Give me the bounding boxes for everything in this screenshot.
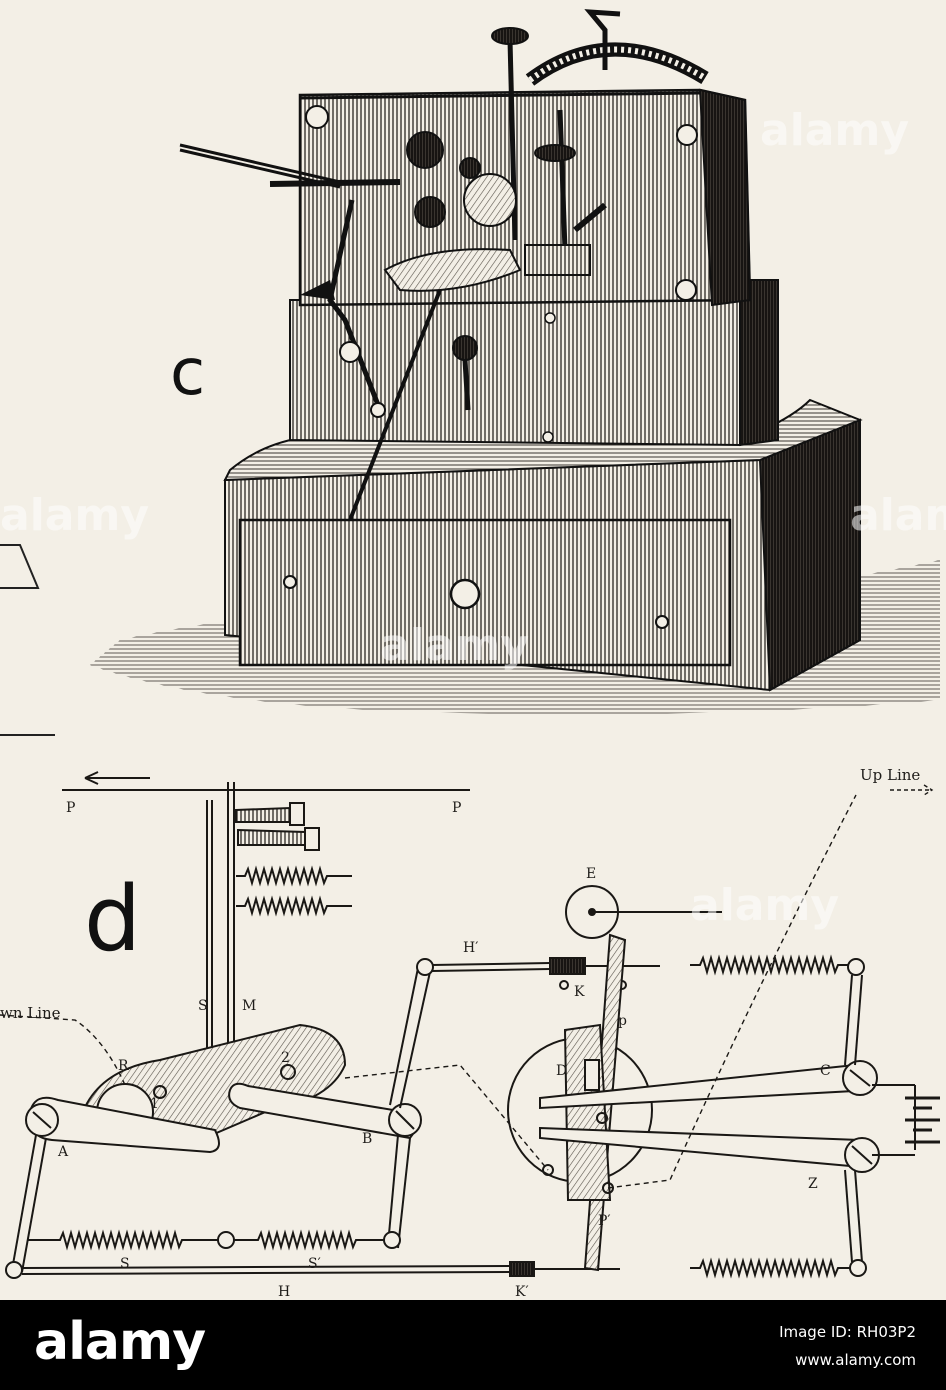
watermark: alamy — [850, 490, 946, 541]
label-H: H — [278, 1284, 290, 1300]
label-2: 2 — [281, 1050, 290, 1066]
label-M: M — [242, 998, 256, 1014]
label-p: p — [618, 1013, 627, 1029]
image-id: Image ID: RH03P2 — [779, 1323, 916, 1341]
label-D: D — [556, 1063, 567, 1079]
label-S: S — [120, 1256, 130, 1272]
label-B: B — [362, 1131, 372, 1147]
label-K: K — [574, 984, 585, 1000]
figure-label-d: d — [84, 867, 141, 972]
label-S-vertical: S — [198, 998, 208, 1014]
label-1: 1 — [150, 1096, 159, 1112]
watermark: alamy — [0, 490, 149, 541]
footer-bar: alamy Image ID: RH03P2 www.alamy.com — [0, 1300, 946, 1390]
label-up-line: Up Line — [860, 766, 920, 784]
watermark: alamy — [690, 880, 839, 931]
footer-info: Image ID: RH03P2 www.alamy.com — [779, 1318, 916, 1374]
figure-label-c: c — [170, 336, 205, 410]
watermark: alamy — [380, 620, 529, 671]
site-url: www.alamy.com — [795, 1351, 916, 1369]
label-H-prime: H′ — [463, 940, 478, 956]
label-C: C — [820, 1063, 831, 1079]
watermark: alamy — [760, 105, 909, 156]
label-E: E — [586, 866, 596, 882]
circuit-schematic — [0, 771, 940, 1279]
label-S-prime: S′ — [308, 1256, 321, 1272]
label-A: A — [57, 1144, 69, 1160]
label-R: R — [118, 1058, 129, 1074]
label-P-prime: P′ — [598, 1213, 611, 1229]
label-K-prime: K′ — [515, 1284, 529, 1300]
footer-brand-logo: alamy — [34, 1312, 206, 1372]
drawer-knob — [449, 578, 481, 610]
label-Z: Z — [808, 1176, 818, 1192]
telegraph-instrument-engraving — [90, 9, 940, 715]
label-down-line: wn Line — [0, 1004, 61, 1022]
label-P-left: P — [66, 800, 75, 816]
telegraph-apparatus-plate: c — [0, 9, 946, 1300]
label-P-right: P — [452, 800, 461, 816]
